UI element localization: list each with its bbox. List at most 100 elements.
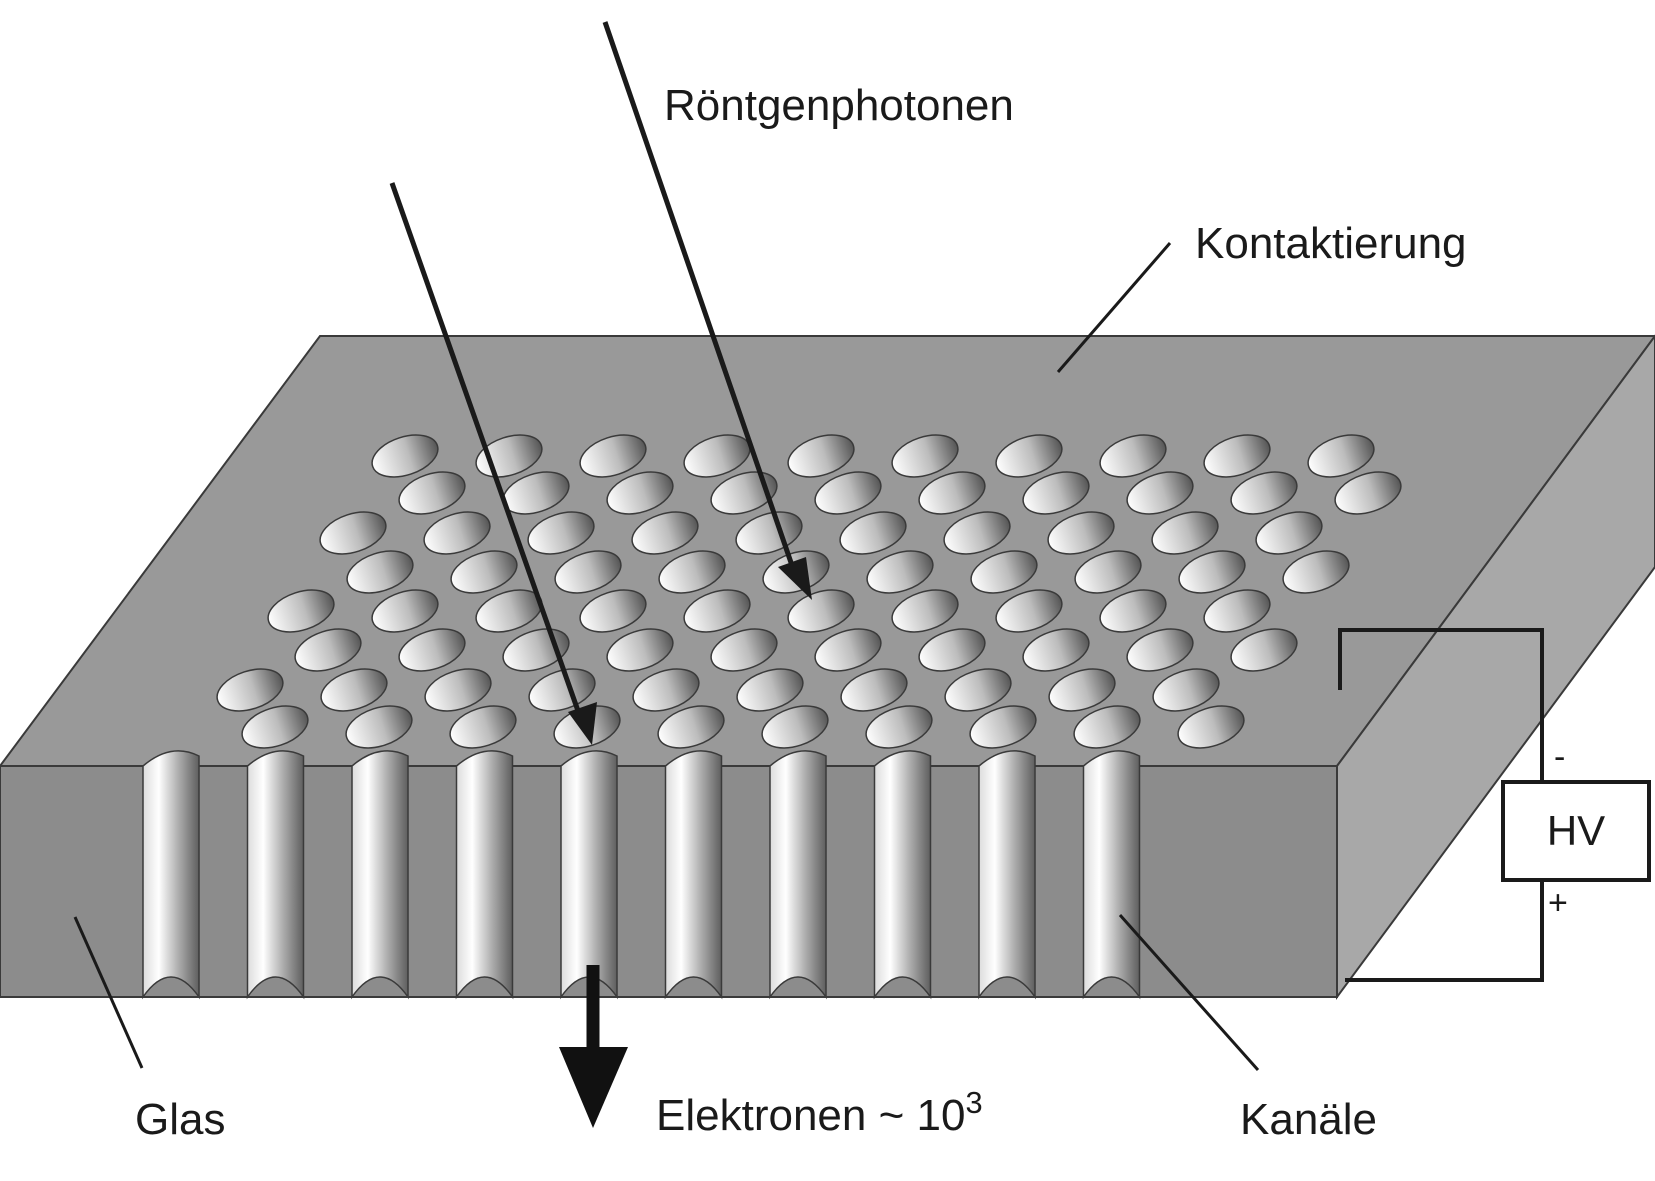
hole (1099, 589, 1167, 633)
electron-arrow-head (559, 1047, 628, 1128)
glass-label: Glas (135, 1095, 226, 1144)
hole (1151, 511, 1219, 555)
hole (710, 471, 778, 515)
channel (978, 750, 1036, 1000)
hole (943, 511, 1011, 555)
hole (918, 471, 986, 515)
hv-label: HV (1546, 807, 1606, 854)
hole (1126, 628, 1194, 672)
hole (1230, 471, 1298, 515)
hole (1334, 471, 1402, 515)
hole (319, 511, 387, 555)
photon-arrow-2-head (568, 702, 597, 745)
hole (294, 628, 362, 672)
hole (1048, 668, 1116, 712)
hole (839, 511, 907, 555)
channel (873, 750, 932, 1000)
hole (450, 550, 518, 594)
hole (527, 511, 595, 555)
hole (1099, 434, 1167, 478)
glass-leader (73, 916, 144, 1069)
hole (216, 668, 284, 712)
channel (769, 750, 827, 1000)
hole (1230, 628, 1298, 672)
hole (814, 628, 882, 672)
channel (142, 750, 200, 1000)
hole (371, 589, 439, 633)
hole (918, 628, 986, 672)
photon-label: Röntgenphotonen (664, 81, 1014, 130)
hole (1022, 471, 1090, 515)
contact-leader (1056, 242, 1172, 373)
hole (658, 550, 726, 594)
hv-wire-top (1338, 628, 1544, 782)
hole (554, 550, 622, 594)
hole (424, 668, 492, 712)
hole (787, 434, 855, 478)
hole (606, 471, 674, 515)
channel-array (142, 750, 1141, 1000)
hv-box (1501, 780, 1651, 882)
hole (371, 434, 439, 478)
hole (1074, 550, 1142, 594)
hole (657, 705, 725, 749)
hole (683, 589, 751, 633)
hole (267, 589, 335, 633)
hole (995, 434, 1063, 478)
channel-leader (1118, 914, 1260, 1071)
hole (736, 668, 804, 712)
hole (814, 471, 882, 515)
hole (761, 705, 829, 749)
hole (398, 471, 466, 515)
hole (346, 550, 414, 594)
hole (449, 705, 517, 749)
plus-sign: + (1548, 884, 1568, 922)
hole (891, 589, 959, 633)
hole (1282, 550, 1350, 594)
hole (631, 511, 699, 555)
hole (241, 705, 309, 749)
hole (1203, 434, 1271, 478)
hole (423, 511, 491, 555)
hole (606, 628, 674, 672)
hole (944, 668, 1012, 712)
hole (1126, 471, 1194, 515)
hole (1073, 705, 1141, 749)
channel (246, 750, 305, 1000)
hole (579, 434, 647, 478)
hole (1307, 434, 1375, 478)
hole (1178, 550, 1246, 594)
hole (1152, 668, 1220, 712)
hole (969, 705, 1037, 749)
hole (320, 668, 388, 712)
channel (455, 750, 514, 1000)
contact-label: Kontaktierung (1195, 219, 1467, 268)
minus-sign: - (1554, 738, 1566, 776)
hole (787, 589, 855, 633)
hole (840, 668, 908, 712)
hole (1177, 705, 1245, 749)
hole (710, 628, 778, 672)
electron-label-exponent: 3 (965, 1084, 983, 1120)
hole (891, 434, 959, 478)
hole (398, 628, 466, 672)
photon-arrow-1 (602, 21, 800, 581)
hole (579, 589, 647, 633)
electron-label-text: Elektronen ~ 10 (656, 1091, 966, 1140)
channel-label: Kanäle (1240, 1095, 1378, 1144)
photon-arrow-1-head (778, 557, 812, 600)
hole (1047, 511, 1115, 555)
hole (970, 550, 1038, 594)
channel (560, 750, 618, 1000)
hole (632, 668, 700, 712)
hole (345, 705, 413, 749)
hole (865, 705, 933, 749)
hole (866, 550, 934, 594)
hv-wire-bottom (1345, 880, 1544, 982)
hole (995, 589, 1063, 633)
hole (1203, 589, 1271, 633)
hole (1022, 628, 1090, 672)
electron-label: Elektronen ~ 103 (656, 1087, 983, 1140)
channel (351, 750, 409, 1000)
